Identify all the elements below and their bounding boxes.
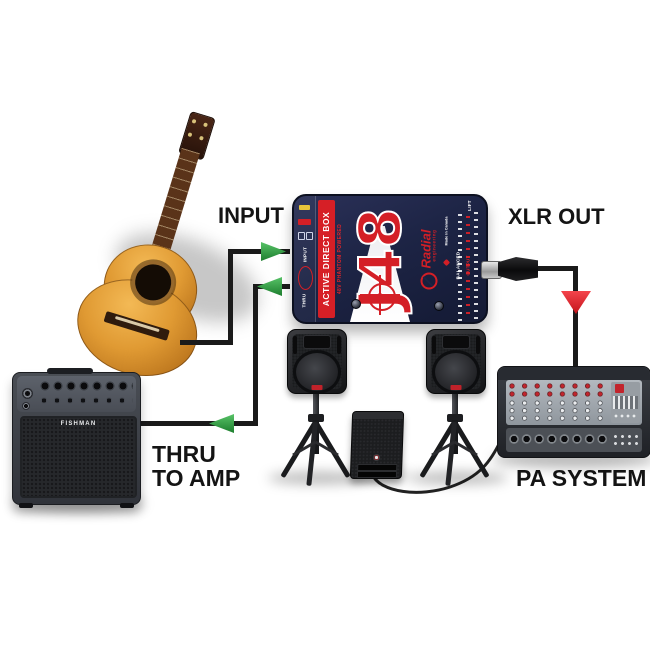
di-made-in-label: Made in Canada	[444, 216, 449, 246]
amp-knob-row-2	[39, 396, 133, 405]
input-arrow-icon	[261, 242, 286, 261]
thru-arrow-icon	[257, 277, 282, 296]
di-screw-left	[351, 299, 361, 309]
thru-to-amp-label: THRU TO AMP	[152, 441, 241, 491]
radial-circle-icon	[420, 272, 438, 290]
di-oval-mark	[298, 266, 313, 290]
subwoofer-cable	[370, 438, 503, 494]
xlr-out-label: XLR OUT	[508, 204, 605, 229]
pa-powered-mixer	[497, 366, 650, 458]
amp-jack-icon	[22, 402, 30, 410]
right-speaker-stand	[395, 390, 515, 486]
mixer-master-section	[611, 382, 640, 423]
amp-brand-label: FISHMAN	[60, 421, 97, 427]
guitar-cable-vertical	[228, 249, 233, 345]
di-red-chip	[298, 219, 311, 225]
di-box-left-panel: INPUT THRU	[294, 196, 316, 322]
amp-control-panel	[17, 376, 136, 412]
mixer-graphic-eq-icon	[613, 396, 638, 409]
right-pa-speaker	[426, 329, 486, 394]
mixer-white-knobs	[508, 399, 610, 422]
di-48v-chip	[299, 205, 310, 210]
speaker-badge	[311, 385, 323, 390]
di-lift-label: LIFT	[466, 199, 472, 211]
amp-arrow-icon	[209, 414, 234, 433]
left-pa-speaker	[287, 329, 347, 394]
thru-cable-vertical	[253, 284, 258, 425]
di-crosshair-icon	[368, 283, 396, 311]
amp-cable	[133, 421, 258, 426]
input-label: INPUT	[218, 203, 284, 228]
subwoofer	[349, 411, 405, 479]
input-cable	[228, 249, 290, 254]
left-speaker-stand	[256, 390, 376, 486]
speaker-badge	[450, 385, 462, 390]
xlr-cable-vertical	[573, 266, 578, 368]
subwoofer-logo-icon	[372, 454, 381, 461]
amp-knob-row-1	[39, 380, 133, 392]
xlr-connector-icon	[498, 257, 538, 281]
mixer-top-edge	[498, 367, 650, 380]
amp-speaker-grille: FISHMAN	[20, 416, 137, 498]
mixer-xlr-inputs	[508, 432, 610, 447]
di-product-type-band: ACTIVE DIRECT BOX	[318, 200, 335, 318]
di-thru-jack-label: THRU	[301, 292, 307, 308]
xlr-out-arrow-icon	[561, 291, 591, 314]
speaker-woofer-icon	[432, 350, 480, 394]
mixer-input-panel	[506, 428, 642, 452]
di-input-jack-label: INPUT	[302, 246, 307, 262]
amp-handle	[47, 368, 93, 374]
guitar-amplifier: FISHMAN	[12, 368, 141, 508]
di-screw-right	[434, 301, 444, 311]
acoustic-guitar	[52, 110, 271, 391]
mixer-display-icon	[615, 384, 624, 393]
speaker-horn-icon	[303, 335, 331, 349]
amp-xlr-input-icon	[22, 388, 33, 399]
pa-system-label: PA SYSTEM	[516, 465, 647, 491]
guitar-cable-horizontal	[180, 340, 232, 345]
mixer-control-surface	[506, 380, 642, 425]
guitar-body	[61, 227, 225, 391]
di-output-label: OUTPUT	[465, 254, 471, 276]
di-box-j48: INPUT THRU ACTIVE DIRECT BOX 48V PHANTOM…	[292, 194, 488, 324]
di-box-right-panel	[454, 200, 484, 322]
speaker-horn-icon	[442, 335, 470, 349]
mixer-red-knobs	[508, 382, 610, 398]
xlr-cable-horizontal	[534, 266, 578, 271]
